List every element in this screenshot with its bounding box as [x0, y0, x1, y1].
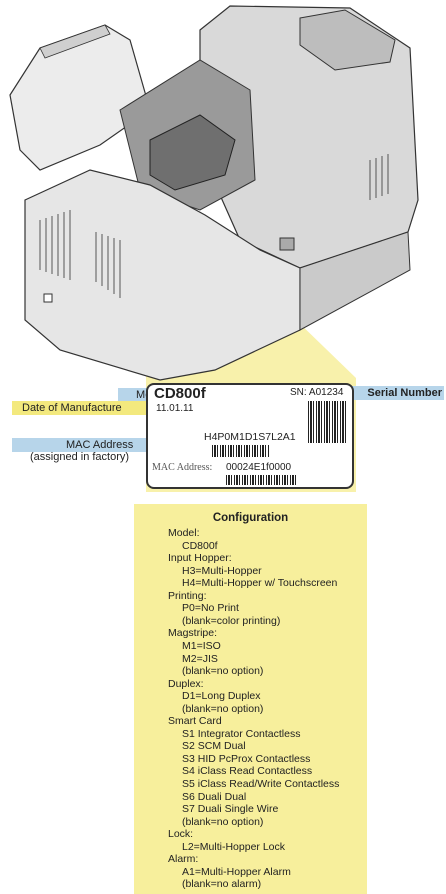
- rear-vent: [369, 154, 389, 200]
- mac-barcode: [226, 475, 296, 485]
- configuration-title: Configuration: [212, 512, 289, 524]
- config-option: A1=Multi-Hopper Alarm: [182, 865, 291, 878]
- open-lid: [9, 24, 151, 171]
- config-heading: Printing:: [168, 589, 207, 602]
- config-option: S4 iClass Read Contactless: [182, 765, 313, 778]
- side-vent: [95, 232, 121, 298]
- config-heading: Model:: [168, 527, 200, 539]
- front-vent: [39, 210, 71, 280]
- config-option: S5 iClass Read/Write Contactless: [182, 778, 340, 790]
- date-caption: Date of Manufacture: [12, 401, 146, 415]
- device-label: CD800f 11.01.11 SN: A01234 H4P0M1D1S7L2A…: [146, 383, 354, 489]
- config-option: S2 SCM Dual: [182, 740, 246, 753]
- config-option: D1=Long Duplex: [182, 690, 261, 703]
- config-option: H3=Multi-Hopper: [182, 564, 262, 577]
- config-heading: Input Hopper:: [168, 552, 232, 565]
- config-option: P0=No Print: [182, 602, 239, 615]
- mac-caption: MAC Address: [66, 439, 134, 451]
- mac-note: (assigned in factory): [30, 451, 130, 463]
- mac-value: 00024E1f0000: [226, 462, 292, 473]
- config-heading: Duplex:: [168, 677, 204, 690]
- input-hopper: [299, 9, 396, 71]
- config-heading: Smart Card: [168, 715, 222, 728]
- printer-right-side: [299, 231, 411, 331]
- config-option: S1 Integrator Contactless: [182, 727, 301, 740]
- config-option: M1=ISO: [182, 639, 221, 652]
- config-option: (blank=no option): [182, 702, 264, 715]
- serial-barcode: [308, 401, 348, 443]
- serial-caption: Serial Number: [367, 387, 442, 399]
- config-barcode: [212, 445, 270, 457]
- serial-value: SN: A01234: [290, 387, 344, 398]
- model-value: CD800f: [154, 385, 206, 402]
- config-option: CD800f: [182, 539, 218, 552]
- config-option: (blank=no option): [182, 815, 264, 828]
- config-code: H4P0M1D1S7L2A1: [204, 431, 296, 443]
- print-ribbon-cartridge: [149, 114, 236, 191]
- config-heading: Lock:: [168, 828, 194, 841]
- config-option: (blank=no alarm): [182, 878, 262, 891]
- usb-port: [43, 293, 53, 303]
- config-option: S3 HID PcProx Contactless: [182, 752, 311, 765]
- config-option: (blank=color printing): [182, 614, 281, 627]
- config-option: S6 Duali Dual: [182, 790, 247, 803]
- power-connector: [279, 237, 295, 251]
- date-value: 11.01.11: [156, 403, 194, 414]
- config-option: S7 Duali Single Wire: [182, 803, 279, 816]
- config-option: (blank=no option): [182, 665, 264, 678]
- lid-hinge: [39, 24, 111, 59]
- config-heading: Alarm:: [168, 853, 199, 866]
- mac-field-label: MAC Address:: [152, 462, 213, 473]
- config-option: L2=Multi-Hopper Lock: [182, 840, 286, 853]
- config-heading: Magstripe:: [168, 627, 218, 640]
- config-option: H4=Multi-Hopper w/ Touchscreen: [182, 577, 338, 590]
- config-option: M2=JIS: [182, 652, 218, 665]
